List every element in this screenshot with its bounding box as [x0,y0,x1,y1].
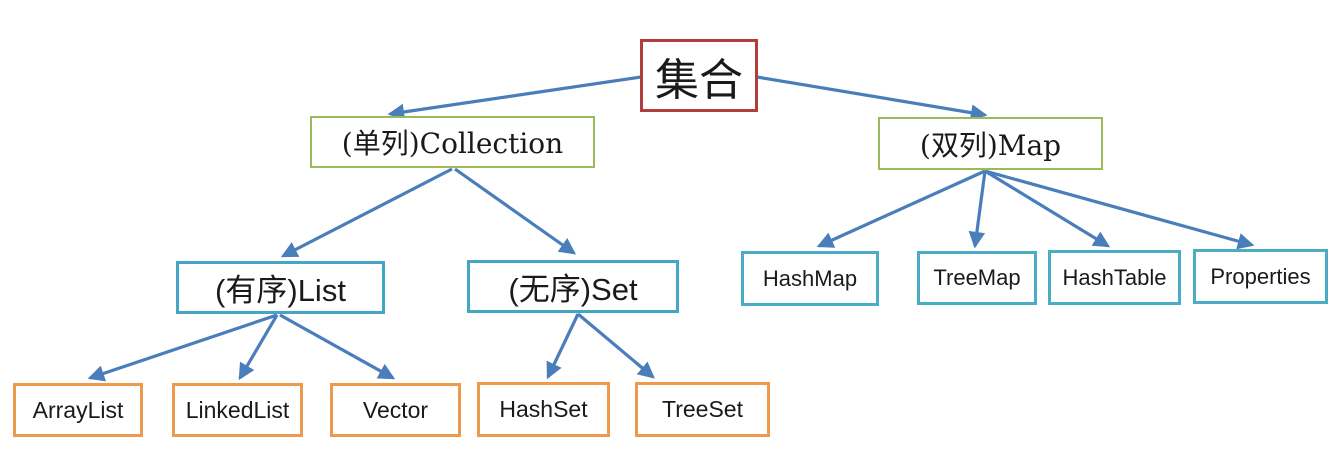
edge-collection-set [454,167,577,255]
node-hashmap: HashMap [741,251,879,306]
node-set: (无序)Set [467,260,679,313]
edge-list-vector [279,313,396,380]
edge-map-hashmap [816,169,986,248]
edge-map-hashtable [984,169,1111,248]
node-hashtable: HashTable [1048,250,1181,305]
node-collection: (单列)Collection [310,116,595,168]
edge-list-arraylist [87,313,278,382]
edge-collection-list [280,167,453,258]
node-linkedlist: LinkedList [172,383,303,437]
node-map: (双列)Map [878,117,1103,170]
node-root: 集合 [640,39,758,112]
node-vector: Vector [330,383,461,437]
edge-map-properties [984,169,1255,250]
edge-set-treeset [576,312,655,379]
edge-map-treemap [968,170,987,249]
node-properties: Properties [1193,249,1328,304]
edge-set-hashset [546,313,580,380]
node-treemap: TreeMap [917,251,1037,305]
node-treeset: TreeSet [635,382,770,437]
node-hashset: HashSet [477,382,610,437]
edge-list-linkedlist [238,314,279,381]
node-arraylist: ArrayList [13,383,143,437]
node-list: (有序)List [176,261,385,314]
edge-root-collection [387,75,642,121]
edge-root-map [756,75,988,121]
